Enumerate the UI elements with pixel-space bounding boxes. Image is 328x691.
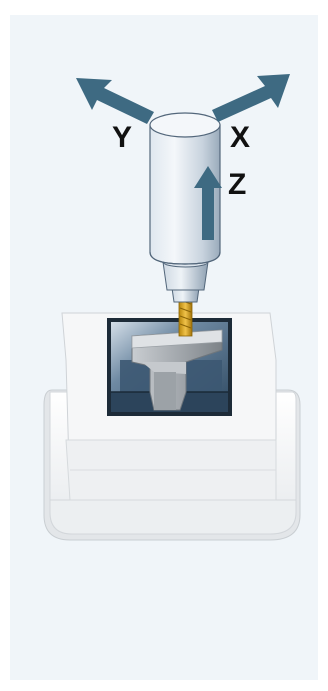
y-axis-label: Y	[112, 121, 132, 154]
axis-arrows	[76, 74, 290, 240]
x-axis-label: X	[230, 121, 250, 154]
y-axis-arrow-icon	[76, 78, 154, 124]
end-mill-bit-icon	[178, 293, 193, 337]
z-axis-arrow-icon	[194, 166, 222, 240]
z-axis-label: Z	[228, 168, 246, 201]
x-axis-arrow-icon	[212, 74, 290, 122]
t-slot-workpiece-icon	[131, 329, 223, 411]
